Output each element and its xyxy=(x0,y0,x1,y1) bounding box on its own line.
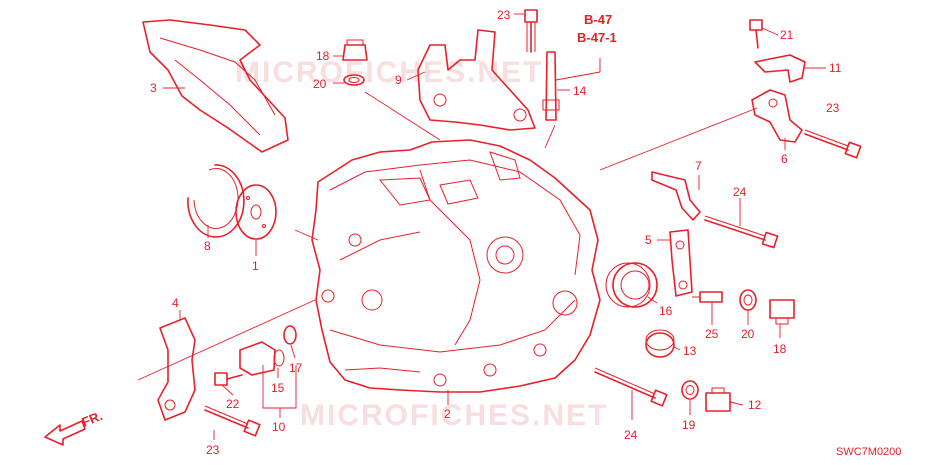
callout-15: 15 xyxy=(271,381,285,395)
part-20-washer-top xyxy=(343,74,365,86)
callout-16: 16 xyxy=(659,304,673,318)
callout-23-top: 23 xyxy=(497,8,511,22)
ref-b47: B-47 xyxy=(584,12,612,27)
callout-18-right: 18 xyxy=(773,342,787,356)
callout-20-right: 20 xyxy=(741,327,755,341)
callout-4: 4 xyxy=(172,296,179,310)
part-7-bracket xyxy=(651,171,701,221)
callout-1: 1 xyxy=(252,259,259,273)
callout-7: 7 xyxy=(695,159,702,173)
part-23-bolt-top xyxy=(524,9,538,53)
callout-22: 22 xyxy=(226,397,240,411)
part-14-stud-bolt xyxy=(542,51,560,121)
callout-labels: 23 B-47 B-47-1 21 18 11 9 20 14 3 23 6 7… xyxy=(150,8,842,457)
part-9-mount-bracket xyxy=(417,29,536,131)
callout-9: 9 xyxy=(395,73,402,87)
part-24-bolt-right xyxy=(704,215,779,249)
part-22-bolt xyxy=(214,372,243,386)
part-23-bolt-left xyxy=(204,405,261,437)
ref-b47-1: B-47-1 xyxy=(577,30,617,45)
watermark-bottom: MICROFICHES.NET xyxy=(300,399,608,432)
callout-23-bottom: 23 xyxy=(206,443,220,457)
part-3-bracket-cover xyxy=(142,19,289,153)
callout-24-right: 24 xyxy=(733,185,747,199)
part-20-washer-right xyxy=(739,289,757,311)
callout-17: 17 xyxy=(289,361,303,375)
callout-21: 21 xyxy=(780,28,794,42)
part-11-clip xyxy=(754,54,806,83)
part-21-bolt xyxy=(749,19,763,49)
part-25-bolt xyxy=(692,291,723,303)
transmission-housing xyxy=(311,139,601,393)
part-13-plug xyxy=(645,329,675,358)
watermark-top: MICROFICHES.NET xyxy=(235,56,543,89)
callout-2: 2 xyxy=(444,407,451,421)
part-17-o-ring xyxy=(283,325,297,345)
diagram-code: SWC7M0200 xyxy=(836,446,901,458)
part-24-bolt-bottom xyxy=(594,367,668,407)
part-4-bracket xyxy=(157,317,196,421)
callout-23-right: 23 xyxy=(826,101,840,115)
callout-18-top: 18 xyxy=(316,49,330,63)
part-8-snap-ring xyxy=(187,164,245,238)
part-16-oil-seal xyxy=(605,262,658,308)
callout-8: 8 xyxy=(204,239,211,253)
front-direction-indicator: FR. xyxy=(44,408,105,446)
callout-6: 6 xyxy=(781,152,788,166)
callout-3: 3 xyxy=(150,81,157,95)
callout-5: 5 xyxy=(645,233,652,247)
part-12-plug xyxy=(705,387,731,412)
part-5-plate xyxy=(669,229,693,297)
callout-25: 25 xyxy=(705,327,719,341)
callout-13: 13 xyxy=(683,344,697,358)
part-19-washer xyxy=(681,380,699,400)
part-18-plug-right xyxy=(769,299,795,325)
callout-14: 14 xyxy=(573,84,587,98)
callout-10: 10 xyxy=(272,420,286,434)
part-1-oil-guide-plate xyxy=(235,184,277,240)
part-15-sensor xyxy=(239,341,285,376)
front-label: FR. xyxy=(80,408,105,430)
part-18-plug-top xyxy=(342,39,368,61)
callout-11: 11 xyxy=(829,61,842,75)
part-23-bolt-right xyxy=(804,129,862,159)
callout-12: 12 xyxy=(748,398,762,412)
part-6-bracket xyxy=(751,89,803,143)
callout-20-top: 20 xyxy=(313,77,327,91)
callout-19: 19 xyxy=(682,418,696,432)
leader-lines xyxy=(137,13,826,440)
callout-24-bottom: 24 xyxy=(624,428,638,442)
